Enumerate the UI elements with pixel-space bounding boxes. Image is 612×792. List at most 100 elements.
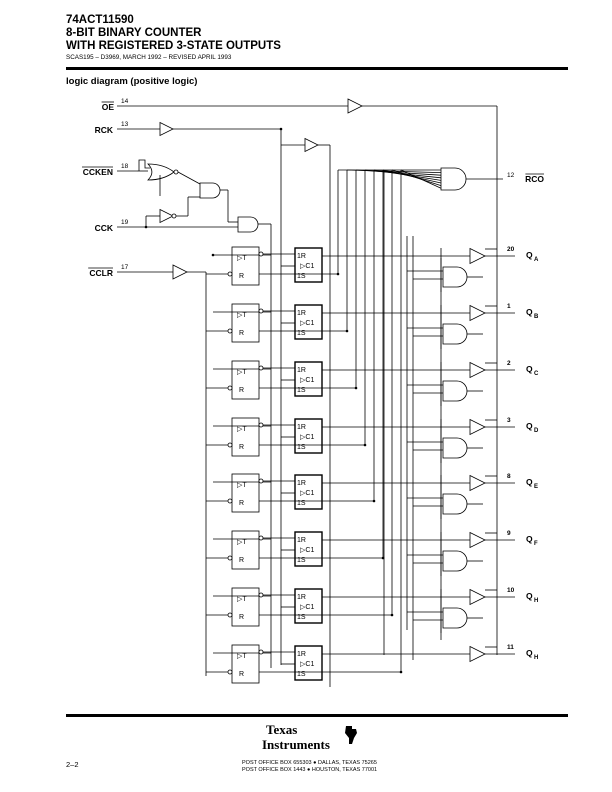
d-register-2 (294, 361, 323, 397)
title-line-1: 8-BIT BINARY COUNTER (66, 27, 202, 39)
page-number: 2–2 (66, 760, 79, 769)
cclr-buffer (172, 264, 188, 280)
t-input-label: ▷T (237, 255, 247, 262)
rco-input-6 (391, 169, 442, 186)
footer-rule (66, 714, 568, 717)
logo-texas: Texas (266, 722, 298, 737)
output-label-5: Q (526, 534, 533, 544)
register-clock-label: ▷C1 (300, 320, 314, 327)
inversion-bubble (258, 535, 264, 541)
t-input-label: ▷T (237, 426, 247, 433)
output-buffer-4 (469, 474, 486, 492)
register-set-label: 1S (297, 330, 306, 337)
inversion-bubble (227, 385, 233, 391)
register-reset-label: 1R (297, 594, 306, 601)
output-buffer-6 (469, 588, 486, 606)
inversion-bubble (227, 328, 233, 334)
carry-and-gate-4 (442, 493, 468, 515)
t-flipflop-1 (231, 303, 260, 343)
section-title: logic diagram (positive logic) (66, 76, 198, 87)
t-input-label: ▷T (237, 653, 247, 660)
output-buffer-0 (469, 247, 486, 265)
wire (138, 159, 150, 171)
part-number: 74ACT11590 (66, 14, 134, 26)
inversion-bubble (258, 422, 264, 428)
t-flipflop-5 (231, 530, 260, 570)
input-label-cclr: CCLR (89, 268, 113, 278)
cck-buffer (159, 208, 174, 224)
output-pin-2: 2 (507, 360, 511, 367)
rco-and-gate (440, 167, 467, 191)
output-label-0: Q (526, 250, 533, 260)
ccken-or-gate (147, 163, 175, 181)
t-reset-label: R (239, 387, 244, 394)
pin-number-cck: 19 (121, 219, 129, 226)
register-clock-label: ▷C1 (300, 434, 314, 441)
pin-number-ccken: 18 (121, 163, 129, 170)
inversion-bubble (258, 478, 264, 484)
title-line-2: WITH REGISTERED 3-STATE OUTPUTS (66, 40, 281, 52)
t-flipflop-0 (231, 246, 260, 286)
clock-and-gate (237, 216, 259, 233)
output-pin-5: 9 (507, 530, 511, 537)
t-reset-label: R (239, 614, 244, 621)
register-clock-label: ▷C1 (300, 547, 314, 554)
rco-label: RCO (525, 174, 544, 184)
output-buffer-3 (469, 418, 486, 436)
inversion-bubble (258, 592, 264, 598)
output-pin-1: 1 (507, 303, 511, 310)
inversion-bubble (227, 555, 233, 561)
register-clock-label: ▷C1 (300, 490, 314, 497)
register-reset-label: 1R (297, 424, 306, 431)
t-input-label: ▷T (237, 539, 247, 546)
output-label-6: Q (526, 591, 533, 601)
register-clock-label: ▷C1 (300, 661, 314, 668)
register-reset-label: 1R (297, 253, 306, 260)
ccken-and-gate (199, 182, 221, 199)
rco-input-7 (400, 169, 442, 189)
ti-logo: Texas Instruments (262, 722, 330, 752)
junction-dot (211, 253, 215, 257)
output-subscript-2: C (534, 371, 539, 377)
output-buffer-7 (469, 645, 486, 663)
input-label-rck: RCK (95, 125, 114, 135)
t-input-label: ▷T (237, 369, 247, 376)
inversion-bubble (227, 612, 233, 618)
output-pin-7: 11 (507, 644, 514, 651)
register-reset-label: 1R (297, 367, 306, 374)
doc-reference: SCAS195 – D3969, MARCH 1992 – REVISED AP… (66, 54, 232, 61)
address-block: POST OFFICE BOX 655303 ● DALLAS, TEXAS 7… (242, 760, 377, 774)
carry-and-gate-3 (442, 437, 468, 459)
output-label-4: Q (526, 477, 533, 487)
output-label-7: Q (526, 648, 533, 658)
output-subscript-4: E (534, 484, 538, 490)
t-reset-label: R (239, 444, 244, 451)
pin-number-cclr: 17 (121, 264, 129, 271)
register-reset-label: 1R (297, 480, 306, 487)
address-dallas: POST OFFICE BOX 655303 ● DALLAS, TEXAS 7… (242, 760, 377, 766)
t-flipflop-3 (231, 417, 260, 457)
carry-and-gate-2 (442, 380, 468, 402)
t-reset-label: R (239, 671, 244, 678)
logo-instruments: Instruments (262, 737, 330, 752)
input-label-cck: CCK (95, 223, 114, 233)
output-subscript-5: F (534, 541, 538, 547)
t-input-label: ▷T (237, 596, 247, 603)
output-buffer-1 (469, 304, 486, 322)
register-clock-label: ▷C1 (300, 604, 314, 611)
d-register-6 (294, 588, 323, 624)
header-rule (66, 67, 568, 70)
output-label-2: Q (526, 364, 533, 374)
inversion-bubble (227, 271, 233, 277)
t-reset-label: R (239, 500, 244, 507)
output-pin-0: 20 (507, 246, 515, 253)
document-header: 74ACT11590 8-BIT BINARY COUNTER WITH REG… (66, 14, 281, 62)
rck-buffer (159, 121, 174, 137)
address-houston: POST OFFICE BOX 1443 ● HOUSTON, TEXAS 77… (242, 767, 378, 773)
inversion-bubble (227, 498, 233, 504)
register-clock-label: ▷C1 (300, 377, 314, 384)
inversion-bubble (227, 669, 233, 675)
t-input-label: ▷T (237, 482, 247, 489)
carry-and-gate-0 (442, 266, 468, 288)
d-register-0 (294, 247, 323, 283)
